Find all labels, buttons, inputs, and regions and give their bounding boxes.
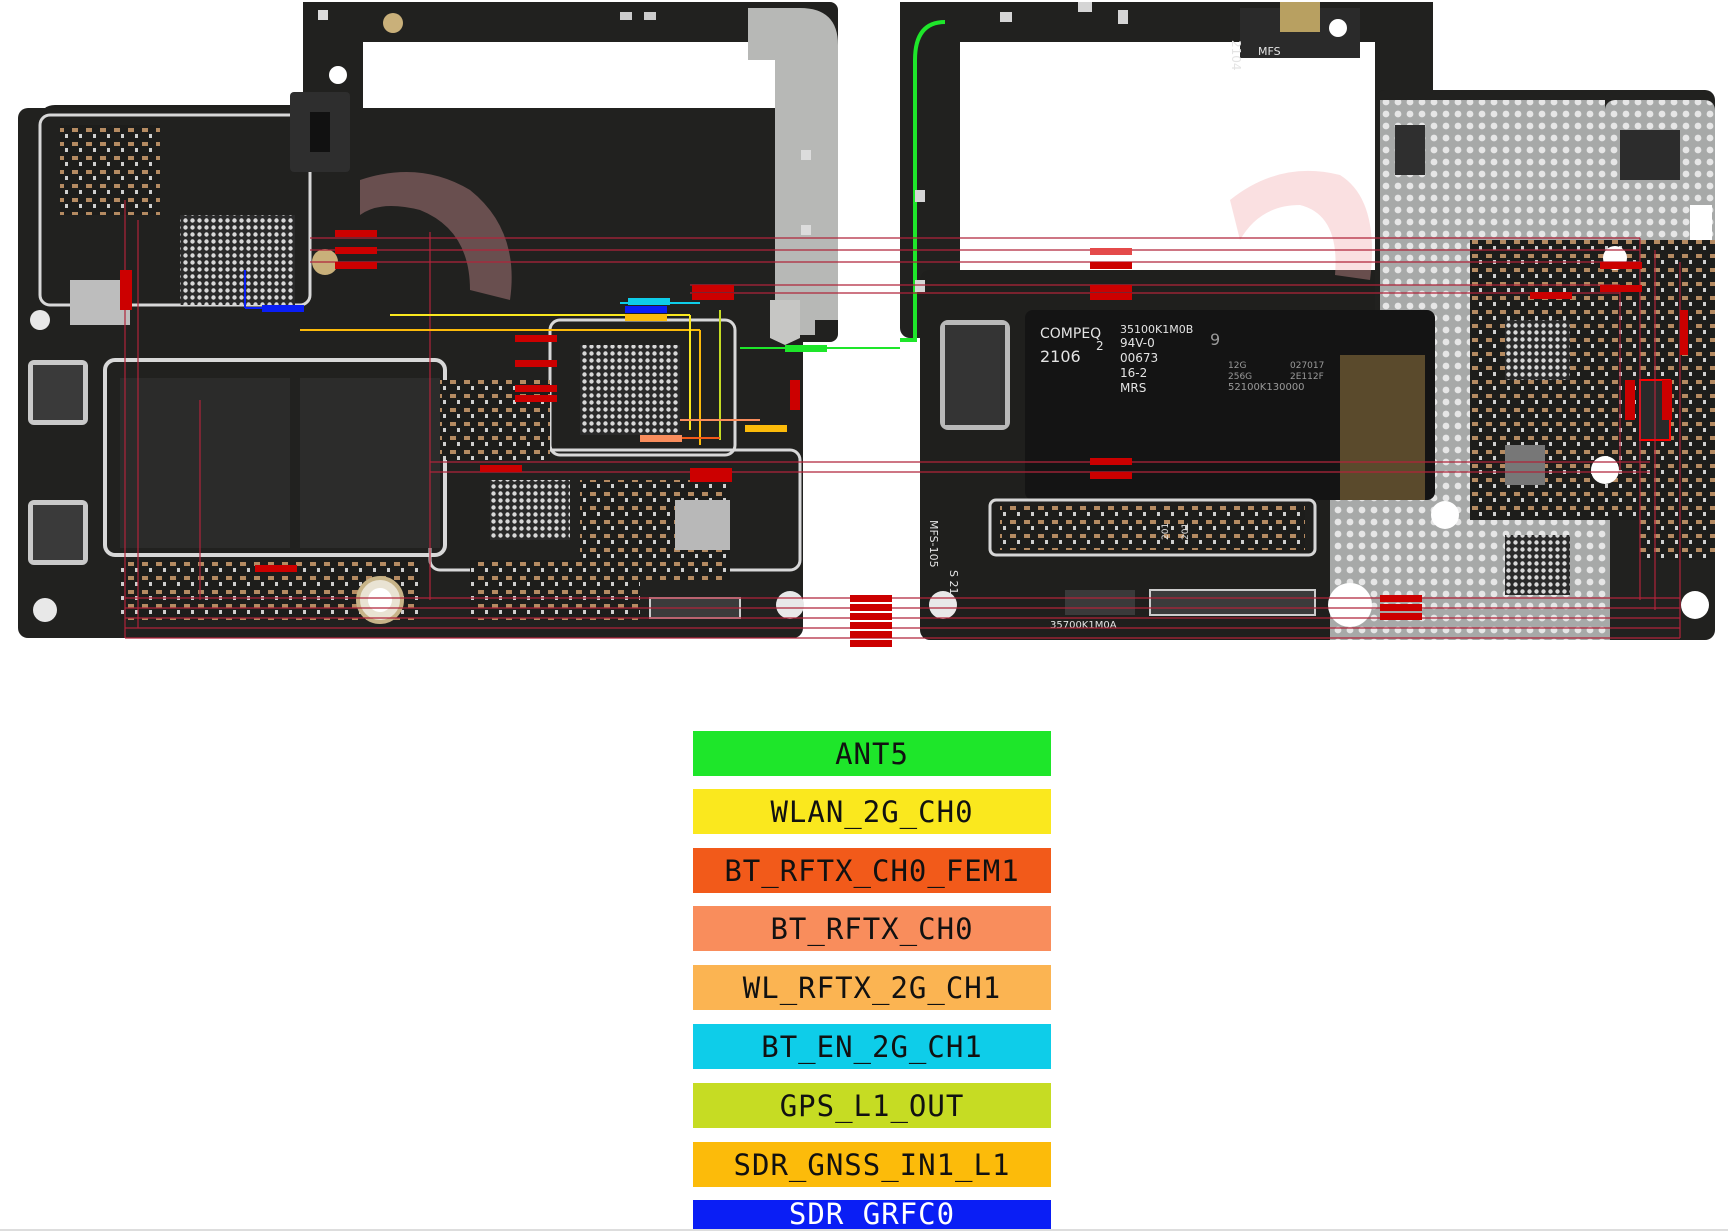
resistor-mark-b: 201 (1181, 523, 1191, 540)
side-mark: MFS-105 (927, 520, 940, 568)
mem-mark-b: 256G (1228, 372, 1252, 382)
compeq-sub: 2 (1096, 339, 1104, 353)
legend-item-ant5: ANT5 (693, 731, 1051, 776)
right-board (900, 2, 1715, 640)
resistor-mark-a: 201 (1161, 523, 1171, 540)
page-bottom-edge (0, 1229, 1728, 1231)
mrs-mark: MRS (1120, 381, 1146, 395)
s21-mark: S 21 (947, 570, 960, 594)
legend-item-bt-rftx-ch0: BT_RFTX_CH0 (693, 906, 1051, 951)
legend-item-gps-l1-out: GPS_L1_OUT (693, 1083, 1051, 1128)
code-d: 2E112F (1290, 372, 1324, 382)
legend-item-bt-rftx-ch0-fem1: BT_RFTX_CH0_FEM1 (693, 848, 1051, 893)
left-board (18, 2, 838, 638)
compeq-mark: COMPEQ (1040, 326, 1101, 342)
part-number-bottom: 35700K1M0A (1050, 620, 1117, 631)
rating-mark: 94V-0 (1120, 336, 1155, 350)
code-c: 027017 (1290, 361, 1324, 371)
compeq-number: 2106 (1040, 347, 1081, 366)
mem-mark-a: 12G (1228, 361, 1246, 371)
legend-item-wlan-2g-ch0: WLAN_2G_CH0 (693, 789, 1051, 834)
board-silkscreen: COMPEQ 2106 2 35100K1M0B 94V-0 00673 16-… (927, 40, 1324, 631)
part-number-sub: 52100K130000 (1228, 382, 1305, 393)
pcb-diagram: COMPEQ 2106 2 35100K1M0B 94V-0 00673 16-… (18, 2, 1715, 647)
lot-number: 00673 (1120, 351, 1158, 365)
legend-item-sdr-grfc0: SDR_GRFC0 (693, 1197, 1051, 1231)
code-top-mark: 2104 (1229, 40, 1243, 71)
legend-item-sdr-gnss-in1-l1: SDR_GNSS_IN1_L1 (693, 1142, 1051, 1187)
mfs-top-mark: MFS (1258, 45, 1281, 58)
watermark (360, 170, 1372, 300)
legend-item-wl-rftx-2g-ch1: WL_RFTX_2G_CH1 (693, 965, 1051, 1010)
nine-mark: 9 (1210, 330, 1220, 349)
legend-item-bt-en-2g-ch1: BT_EN_2G_CH1 (693, 1024, 1051, 1069)
part-number-main: 35100K1M0B (1120, 323, 1193, 336)
date-code: 16-2 (1120, 366, 1147, 380)
net-tags (120, 230, 1688, 647)
